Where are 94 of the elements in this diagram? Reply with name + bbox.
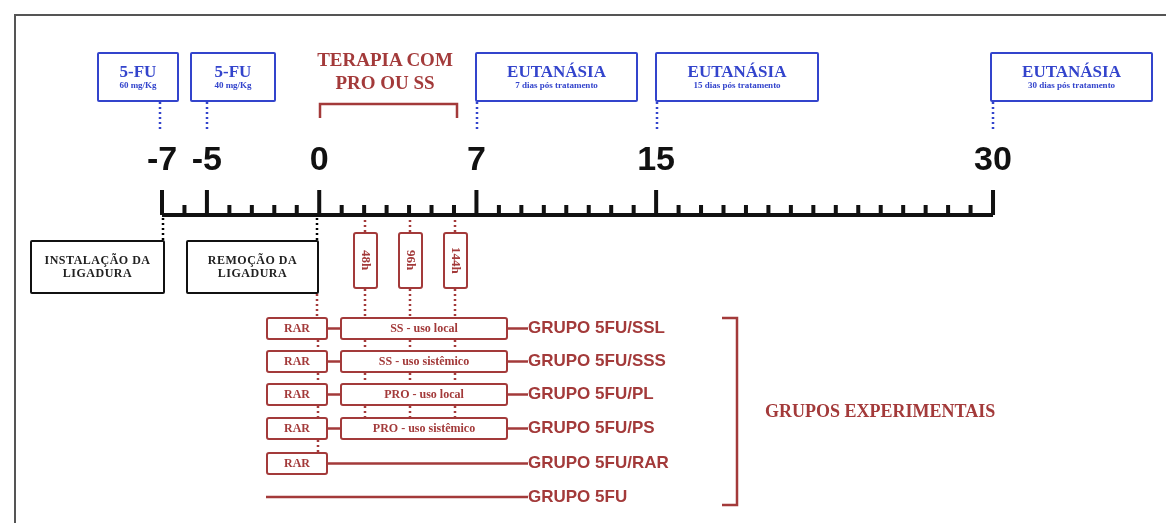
treatment-box xyxy=(266,383,328,406)
tick-label: 7 xyxy=(467,138,486,178)
connector-line xyxy=(453,289,457,317)
connector-line xyxy=(453,340,457,350)
leader-line xyxy=(475,102,479,132)
connector-line xyxy=(408,340,412,350)
leader-line xyxy=(158,102,162,132)
box-text: INSTALAÇÃO DA LIGADURA xyxy=(43,253,152,281)
connector-line xyxy=(408,373,412,383)
group-label: GRUPO 5FU/SSL xyxy=(528,317,665,339)
box-text: RAR xyxy=(284,456,310,471)
connector-line xyxy=(328,427,340,430)
leader-line xyxy=(991,102,995,132)
group-label: GRUPO 5FU xyxy=(528,486,628,508)
event-box xyxy=(655,52,819,102)
connector-line xyxy=(316,406,320,417)
box-text: SS - uso local xyxy=(390,321,458,336)
tick-label: 15 xyxy=(637,138,675,178)
box-text: SS - uso sistêmico xyxy=(378,354,470,369)
time-point-box xyxy=(398,232,423,289)
box-heading: 5-FU xyxy=(214,62,252,82)
box-heading: EUTANÁSIA xyxy=(687,62,787,82)
treatment-box xyxy=(266,317,328,340)
treatment-box xyxy=(266,452,328,475)
event-box xyxy=(190,52,276,102)
bracket-label: GRUPOS EXPERIMENTAIS xyxy=(765,400,996,422)
group-label: GRUPO 5FU/SSS xyxy=(528,350,666,372)
event-box xyxy=(475,52,638,102)
connector-line xyxy=(328,393,340,396)
treatment-box xyxy=(340,383,508,406)
box-text: RAR xyxy=(284,421,310,436)
treatment-box xyxy=(340,350,508,373)
leader-line xyxy=(453,218,457,232)
connector-line xyxy=(408,289,412,317)
box-text: 48h xyxy=(358,250,373,271)
leader-line xyxy=(655,102,659,132)
connector-line xyxy=(328,327,340,330)
time-point-box xyxy=(353,232,378,289)
connector-line xyxy=(363,340,367,350)
box-text: REMOÇÃO DA LIGADURA xyxy=(206,253,299,281)
connector-line xyxy=(408,406,412,417)
procedure-box xyxy=(30,240,165,294)
box-text: PRO - uso local xyxy=(384,387,464,402)
box-text: 96h xyxy=(403,250,418,271)
time-point-box xyxy=(443,232,468,289)
leader-line xyxy=(408,218,412,232)
box-subtext: 7 dias pós tratamento xyxy=(515,81,598,92)
connector-line xyxy=(328,462,528,465)
leader-line xyxy=(315,218,319,240)
group-label: GRUPO 5FU/RAR xyxy=(528,452,669,474)
annotation-text: TERAPIA COM PRO OU SS xyxy=(316,48,454,94)
box-text: RAR xyxy=(284,387,310,402)
connector-line xyxy=(328,360,340,363)
box-heading: EUTANÁSIA xyxy=(1022,62,1121,82)
connector-line xyxy=(453,373,457,383)
treatment-box xyxy=(340,417,508,440)
connector-line xyxy=(316,440,320,452)
connector-line xyxy=(508,327,528,330)
connector-line xyxy=(453,406,457,417)
leader-line xyxy=(205,102,209,132)
group-label: GRUPO 5FU/PS xyxy=(528,417,655,439)
box-subtext: 15 dias pós tratamento xyxy=(693,81,781,92)
treatment-box xyxy=(340,317,508,340)
connector-line xyxy=(363,373,367,383)
group-label: GRUPO 5FU/PL xyxy=(528,383,654,405)
box-text: RAR xyxy=(284,321,310,336)
connector-line xyxy=(316,373,320,383)
box-subtext: 60 mg/Kg xyxy=(119,81,157,92)
connector-line xyxy=(508,427,528,430)
connector-line xyxy=(363,289,367,317)
connector-line xyxy=(508,393,528,396)
treatment-box xyxy=(266,417,328,440)
event-box xyxy=(990,52,1153,102)
box-text: RAR xyxy=(284,354,310,369)
box-subtext: 40 mg/Kg xyxy=(214,81,252,92)
tick-label: -7 xyxy=(146,138,178,178)
box-heading: 5-FU xyxy=(119,62,157,82)
connector-line xyxy=(315,294,319,317)
box-heading: EUTANÁSIA xyxy=(507,62,606,82)
connector-line xyxy=(363,406,367,417)
tick-label: 30 xyxy=(974,138,1012,178)
procedure-box xyxy=(186,240,319,294)
connector-line xyxy=(316,340,320,350)
box-subtext: 30 dias pós tratamento xyxy=(1027,81,1116,92)
connector-line xyxy=(266,495,528,499)
leader-line xyxy=(161,218,165,240)
box-text: PRO - uso sistêmico xyxy=(372,421,476,436)
box-text: 144h xyxy=(448,247,463,274)
tick-label: -5 xyxy=(191,138,222,178)
leader-line xyxy=(363,218,367,232)
event-box xyxy=(97,52,179,102)
treatment-box xyxy=(266,350,328,373)
tick-label: 0 xyxy=(309,138,329,178)
connector-line xyxy=(508,360,528,363)
